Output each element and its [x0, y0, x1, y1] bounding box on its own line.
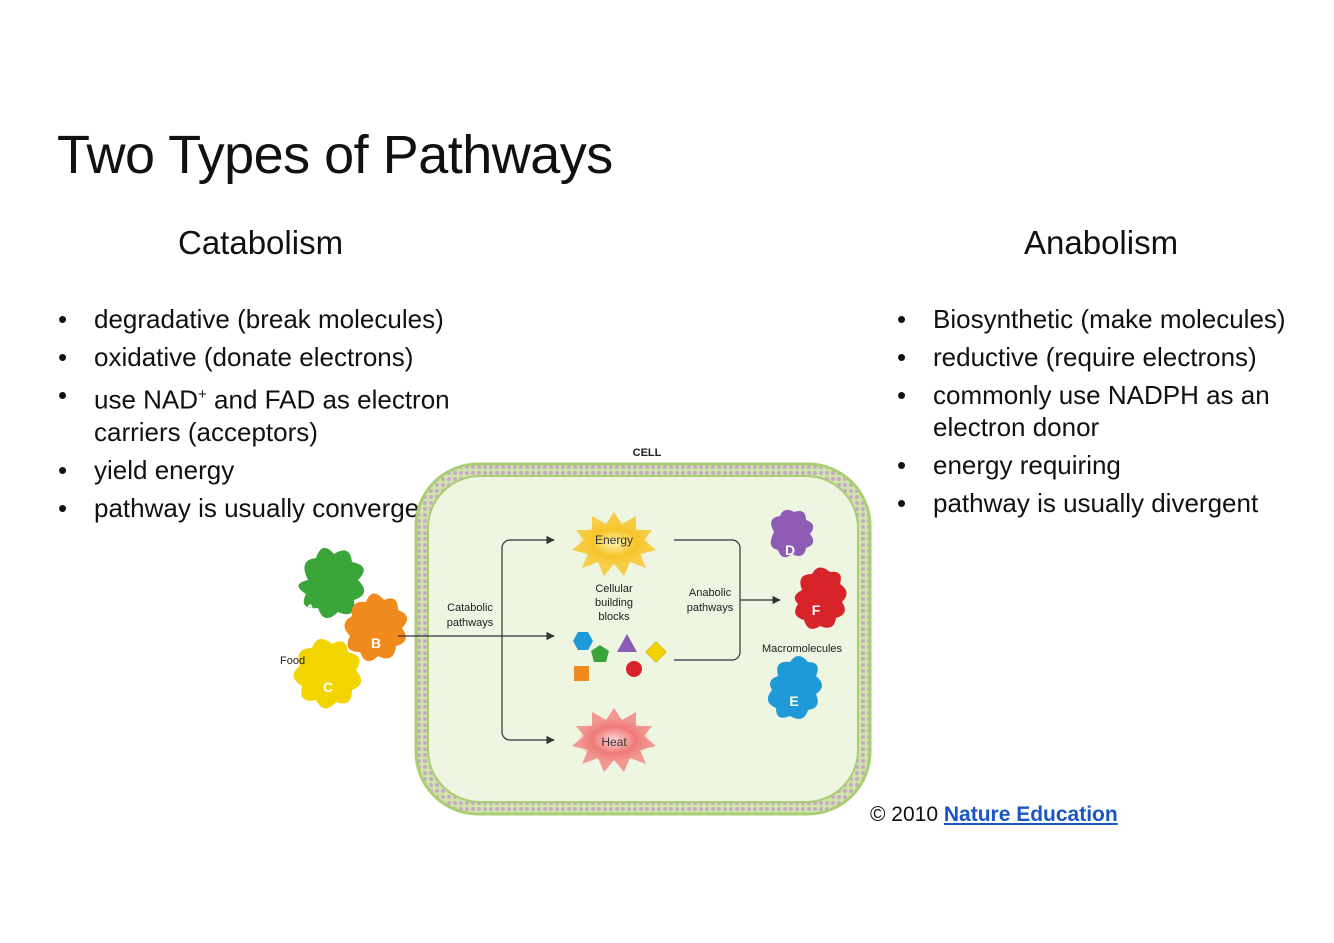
list-item: pathway is usually convergent [58, 492, 478, 524]
arrow-to-heat [501, 636, 555, 745]
cell-label: CELL [633, 447, 662, 459]
triangle-block [617, 634, 637, 652]
catabolic-label-2: pathways [447, 617, 494, 629]
list-item: reductive (require electrons) [897, 341, 1307, 373]
macro-d-letter: D [785, 542, 795, 558]
list-item: yield energy [58, 454, 478, 486]
square-block [574, 666, 589, 681]
macro-f: F [794, 567, 847, 629]
heat-burst: Heat [572, 708, 656, 772]
macro-d: D [770, 509, 814, 558]
blocks-label-3: blocks [598, 611, 630, 623]
arrow-to-energy [501, 535, 555, 636]
list-item: degradative (break molecules) [58, 303, 478, 335]
blocks-label-1: Cellular [595, 583, 633, 595]
catabolism-heading: Catabolism [178, 224, 344, 261]
food-c-letter: C [323, 679, 333, 695]
list-item: energy requiring [897, 449, 1307, 481]
credit-prefix: © 2010 [870, 803, 944, 826]
macro-f-letter: F [812, 602, 821, 618]
heat-label: Heat [601, 735, 627, 749]
catabolic-label-1: Catabolic [447, 602, 493, 614]
macromolecules-label: Macromolecules [762, 643, 843, 655]
nature-education-link[interactable]: Nature Education [943, 803, 1118, 826]
list-item: pathway is usually divergent [897, 487, 1307, 519]
blocks-label-2: building [595, 597, 633, 609]
catabolism-list: degradative (break molecules) oxidative … [58, 303, 478, 530]
pentagon-block [591, 645, 609, 662]
metabolism-diagram: CELL A B C Food Catabolic pathways Energ… [260, 440, 890, 820]
list-item: commonly use NADPH as an electron donor [897, 379, 1273, 443]
list-item: Biosynthetic (make molecules) [897, 303, 1307, 335]
macro-e: E [767, 656, 822, 719]
circle-block [626, 661, 642, 677]
anabolic-label-1: Anabolic [689, 587, 732, 599]
list-item: oxidative (donate electrons) [58, 341, 478, 373]
nad-superscript: + [198, 386, 207, 403]
cell-interior [427, 475, 859, 803]
food-b: B [344, 593, 408, 662]
slide-title: Two Types of Pathways [57, 125, 613, 185]
diamond-block [645, 641, 667, 663]
food-b-letter: B [371, 635, 381, 651]
anabolism-list: Biosynthetic (make molecules) reductive … [897, 303, 1307, 525]
food-c: C [293, 638, 362, 709]
food-a-letter: A [305, 601, 315, 617]
carriers-text: carriers (acceptors) [94, 416, 318, 447]
nad-text: use NAD [94, 384, 199, 415]
food-label: Food [280, 655, 305, 667]
macro-e-letter: E [789, 693, 798, 709]
energy-burst: Energy [572, 512, 656, 576]
anabolism-heading: Anabolism [1024, 224, 1179, 261]
energy-label: Energy [595, 533, 633, 547]
credit-line: © 2010 Nature Education [870, 803, 1118, 827]
anabolic-label-2: pathways [687, 602, 734, 614]
food-a: A [298, 547, 365, 619]
fad-text: and FAD as electron [214, 384, 450, 415]
diagram-svg: CELL A B C Food Catabolic pathways Energ… [280, 447, 872, 816]
hexagon-block [573, 632, 593, 650]
